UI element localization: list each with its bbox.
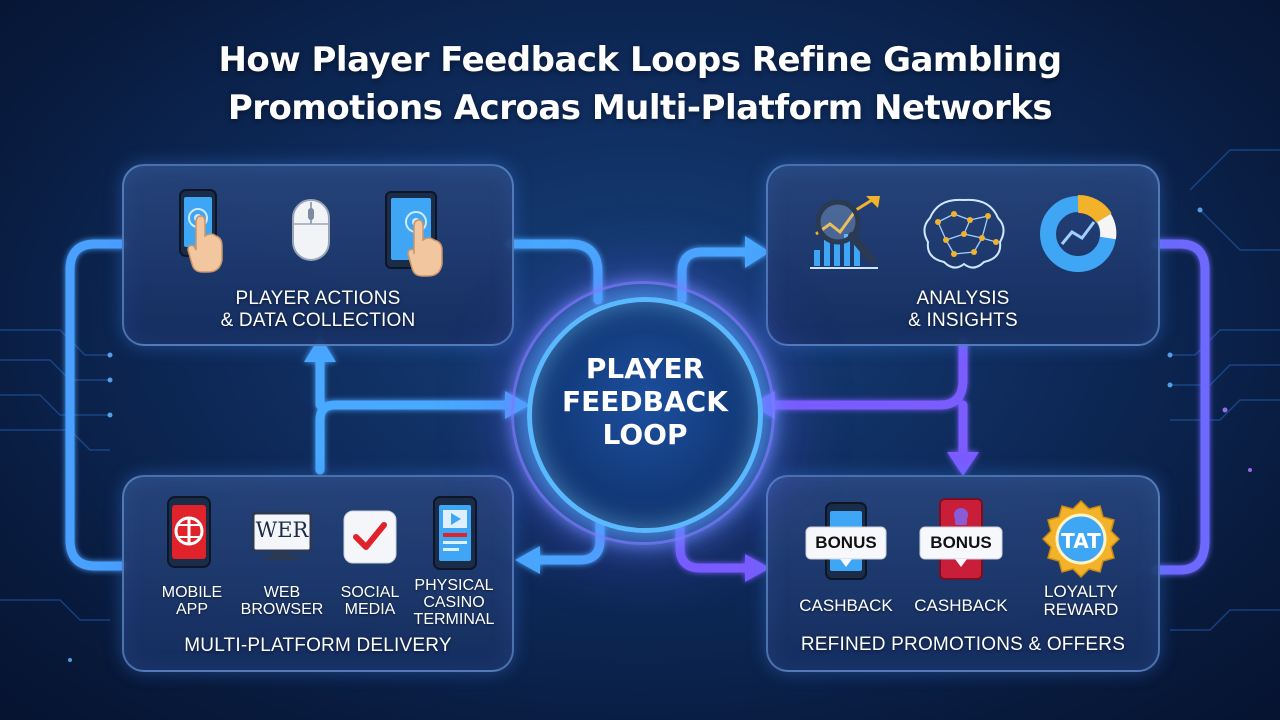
bonus-gift-icon: BONUS bbox=[918, 497, 1004, 583]
touch-tablet-icon bbox=[385, 191, 443, 277]
touch-phone-icon bbox=[179, 189, 223, 273]
refined-promotions-label: REFINED PROMOTIONS & OFFERS bbox=[800, 634, 1126, 655]
center-hub bbox=[527, 297, 763, 533]
web-browser-caption: WEB BROWSER bbox=[240, 584, 324, 618]
casino-terminal-caption: PHYSICAL CASINO TERMINAL bbox=[413, 577, 495, 628]
bonus-badge-text-2: BONUS bbox=[930, 533, 992, 552]
analysis-panel: ANALYSIS & INSIGHTS bbox=[766, 164, 1160, 346]
web-browser-icon: WER bbox=[251, 511, 313, 561]
cashback-caption-1: CASHBACK bbox=[799, 596, 893, 615]
center-hub-ring bbox=[511, 281, 775, 545]
center-hub-label: PLAYER FEEDBACK LOOP bbox=[562, 352, 728, 451]
mobile-app-icon bbox=[167, 496, 211, 568]
refined-promotions-panel: BONUS CASHBACK BONUS CASHBACK TAT LOYALT… bbox=[766, 475, 1160, 672]
loyalty-badge-icon: TAT bbox=[1042, 499, 1120, 579]
title-line-2: Promotions Acroas Multi-Platform Network… bbox=[227, 88, 1053, 128]
mouse-icon bbox=[292, 199, 330, 261]
web-browser-icon-text: WER bbox=[255, 518, 309, 542]
multi-platform-delivery-label: MULTI-PLATFORM DELIVERY bbox=[184, 635, 452, 656]
svg-text:TAT: TAT bbox=[1061, 529, 1101, 553]
loyalty-reward-caption: LOYALTY REWARD bbox=[1043, 582, 1119, 619]
cashback-caption-2: CASHBACK bbox=[914, 596, 1008, 615]
mobile-app-caption: MOBILE APP bbox=[161, 584, 223, 618]
page-title: How Player Feedback Loops Refine Gamblin… bbox=[0, 36, 1280, 132]
social-media-caption: SOCIAL MEDIA bbox=[340, 584, 400, 618]
multi-platform-delivery-panel: MOBILE APP WER WEB BROWSER SOCIAL MEDIA … bbox=[122, 475, 514, 672]
title-line-1: How Player Feedback Loops Refine Gamblin… bbox=[218, 40, 1062, 80]
casino-terminal-icon bbox=[433, 496, 477, 570]
player-actions-label: PLAYER ACTIONS & DATA COLLECTION bbox=[220, 288, 416, 331]
chart-magnifier-icon bbox=[810, 196, 880, 269]
social-media-icon bbox=[343, 510, 397, 564]
player-actions-panel: PLAYER ACTIONS & DATA COLLECTION bbox=[122, 164, 514, 346]
bonus-phone-icon: BONUS bbox=[804, 501, 888, 583]
bonus-badge-text: BONUS bbox=[815, 533, 877, 552]
ai-brain-icon bbox=[923, 198, 1005, 269]
analysis-label: ANALYSIS & INSIGHTS bbox=[908, 288, 1018, 331]
donut-chart-icon bbox=[1040, 195, 1117, 272]
